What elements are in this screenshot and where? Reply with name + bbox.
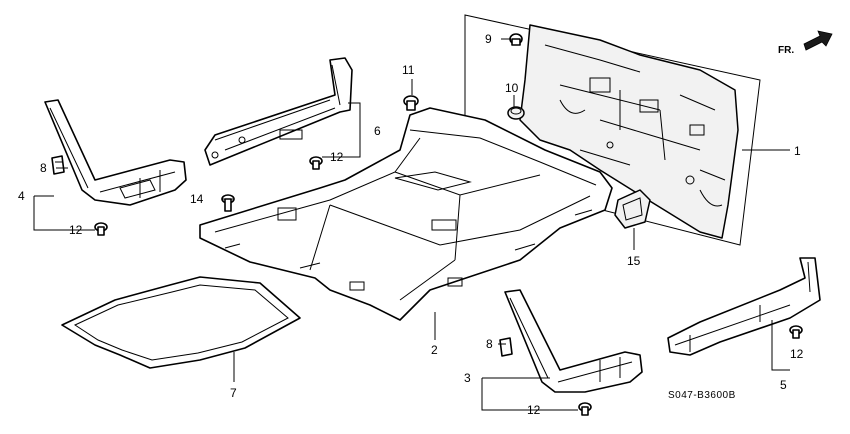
- callout-12-bottom: 12: [527, 403, 541, 417]
- clip-12-bottom: [578, 402, 592, 416]
- callout-9: 9: [485, 32, 492, 46]
- front-direction-indicator: FR.: [778, 30, 833, 56]
- clip-12-top: [309, 156, 323, 170]
- clip-14: [221, 194, 235, 212]
- garnish-4: [44, 99, 187, 206]
- callout-1: 1: [794, 144, 801, 158]
- clip-8-left: [51, 155, 65, 175]
- front-arrow-icon: [803, 30, 833, 51]
- callout-5: 5: [780, 378, 787, 392]
- callout-11: 11: [402, 63, 415, 77]
- clip-12-left: [94, 222, 108, 236]
- callout-12-right: 12: [790, 347, 804, 361]
- callout-12-top: 12: [330, 150, 344, 164]
- clip-8-bottom: [499, 337, 513, 357]
- grommet-10: [507, 106, 525, 120]
- callout-6: 6: [374, 124, 381, 138]
- callout-3: 3: [464, 371, 471, 385]
- callout-8-left: 8: [40, 161, 47, 175]
- callout-15: 15: [627, 254, 641, 268]
- bracket-15: [614, 189, 651, 229]
- callout-7: 7: [230, 386, 237, 400]
- diagram-code: S047-B3600B: [668, 390, 736, 401]
- direction-label: FR.: [778, 45, 794, 56]
- clip-9: [509, 33, 523, 46]
- floor-mat-7: [61, 276, 301, 369]
- callout-8-bottom: 8: [486, 337, 493, 351]
- callout-12-left: 12: [69, 223, 83, 237]
- clip-11: [403, 95, 419, 111]
- callout-4: 4: [18, 189, 25, 203]
- callout-labels: 1 2 3 4 5 6 7 8 8 9 10 11 12 12 12 12 14…: [18, 32, 804, 417]
- callout-2: 2: [431, 343, 438, 357]
- callout-14: 14: [190, 192, 204, 206]
- floor-carpet-2: [199, 107, 613, 321]
- garnish-5: [667, 257, 821, 356]
- callout-10: 10: [505, 81, 519, 95]
- dashboard-insulator-part: [464, 14, 761, 246]
- clip-12-right: [789, 325, 803, 339]
- garnish-3: [504, 289, 643, 393]
- leader-lines: [33, 38, 790, 411]
- garnish-6: [204, 57, 353, 166]
